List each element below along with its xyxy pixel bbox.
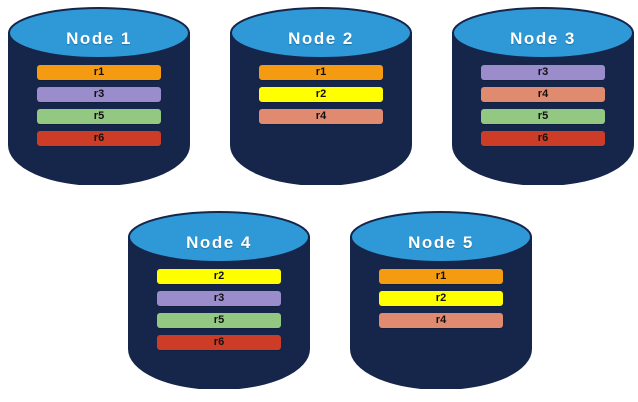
node-label: Node 4 xyxy=(186,233,252,252)
replica-bar[interactable]: r6 xyxy=(481,131,605,146)
node-label: Node 5 xyxy=(408,233,474,252)
replica-list: r1 r2 r4 xyxy=(259,65,383,124)
node-label: Node 3 xyxy=(510,29,576,48)
replica-bar[interactable]: r2 xyxy=(379,291,503,306)
database-node[interactable]: Node 5 r1 r2 r4 xyxy=(350,209,532,389)
replica-bar[interactable]: r3 xyxy=(37,87,161,102)
replica-bar[interactable]: r1 xyxy=(37,65,161,80)
database-node[interactable]: Node 2 r1 r2 r4 xyxy=(230,5,412,185)
database-node[interactable]: Node 4 r2 r3 r5 r6 xyxy=(128,209,310,389)
replica-bar[interactable]: r5 xyxy=(157,313,281,328)
replica-bar[interactable]: r1 xyxy=(259,65,383,80)
replica-bar[interactable]: r6 xyxy=(37,131,161,146)
replica-bar[interactable]: r6 xyxy=(157,335,281,350)
node-label: Node 1 xyxy=(66,29,132,48)
replica-list: r3 r4 r5 r6 xyxy=(481,65,605,146)
database-node[interactable]: Node 1 r1 r3 r5 r6 xyxy=(8,5,190,185)
replica-bar[interactable]: r4 xyxy=(481,87,605,102)
replica-bar[interactable]: r1 xyxy=(379,269,503,284)
replica-bar[interactable]: r3 xyxy=(481,65,605,80)
replica-bar[interactable]: r5 xyxy=(37,109,161,124)
replica-list: r1 r2 r4 xyxy=(379,269,503,328)
replica-bar[interactable]: r4 xyxy=(379,313,503,328)
replica-bar[interactable]: r3 xyxy=(157,291,281,306)
replica-bar[interactable]: r5 xyxy=(481,109,605,124)
database-node[interactable]: Node 3 r3 r4 r5 r6 xyxy=(452,5,634,185)
node-label: Node 2 xyxy=(288,29,354,48)
replica-list: r1 r3 r5 r6 xyxy=(37,65,161,146)
replica-list: r2 r3 r5 r6 xyxy=(157,269,281,350)
replica-bar[interactable]: r2 xyxy=(157,269,281,284)
replica-bar[interactable]: r2 xyxy=(259,87,383,102)
replica-bar[interactable]: r4 xyxy=(259,109,383,124)
